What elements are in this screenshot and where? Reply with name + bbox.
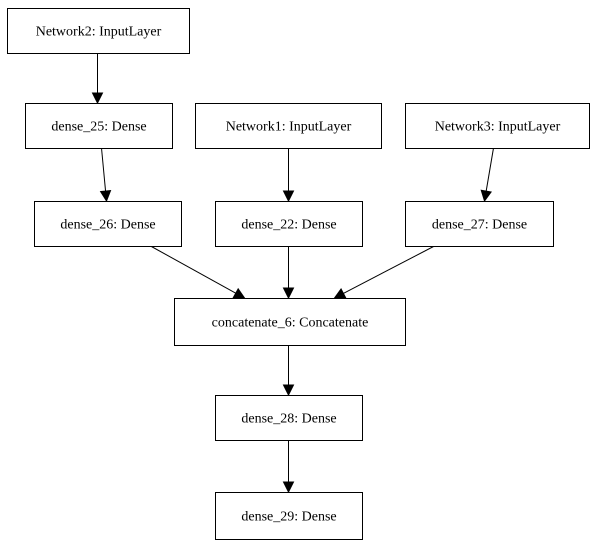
node-box xyxy=(215,395,363,441)
node-label: Network1: InputLayer xyxy=(226,120,352,135)
edge-network1-to-dense-22 xyxy=(282,148,295,203)
edge-network3-to-dense-27 xyxy=(480,147,494,203)
node-box xyxy=(215,201,363,247)
node-box xyxy=(174,298,406,346)
arrow-head-icon xyxy=(91,92,104,105)
edge-dense-22-to-concatenate-6 xyxy=(282,246,295,300)
node-label: Network3: InputLayer xyxy=(435,120,561,135)
node-box xyxy=(34,201,182,247)
edge-dense-28-to-dense-29 xyxy=(282,440,295,494)
arrow-head-icon xyxy=(282,190,295,203)
arrow-head-icon xyxy=(282,287,295,300)
node-network3: Network3: InputLayer xyxy=(405,103,590,149)
arrow-head-icon xyxy=(333,288,347,299)
edge-dense-26-to-concatenate-6 xyxy=(150,245,246,299)
node-dense-22: dense_22: Dense xyxy=(215,201,363,247)
node-label: dense_22: Dense xyxy=(241,218,336,233)
node-box xyxy=(25,103,173,149)
node-label: dense_26: Dense xyxy=(60,218,155,233)
node-concatenate-6: concatenate_6: Concatenate xyxy=(174,298,406,346)
edge-dense-27-to-concatenate-6 xyxy=(333,245,435,299)
node-label: dense_28: Dense xyxy=(241,412,336,427)
node-box xyxy=(195,103,382,149)
edge-line xyxy=(150,245,236,294)
arrow-head-icon xyxy=(480,189,492,203)
nodes-layer: Network2: InputLayer dense_25: Dense Netwo… xyxy=(7,8,590,540)
node-box xyxy=(405,103,590,149)
node-dense-26: dense_26: Dense xyxy=(34,201,182,247)
node-dense-28: dense_28: Dense xyxy=(215,395,363,441)
arrow-head-icon xyxy=(99,190,112,203)
node-dense-25: dense_25: Dense xyxy=(25,103,173,149)
edge-line xyxy=(343,245,435,294)
node-label: Network2: InputLayer xyxy=(36,25,162,40)
arrow-head-icon xyxy=(282,384,295,397)
node-box xyxy=(405,201,554,247)
node-network2: Network2: InputLayer xyxy=(7,8,190,54)
edges-layer xyxy=(91,53,494,494)
edge-network2-to-dense-25 xyxy=(91,53,104,105)
node-box xyxy=(7,8,190,54)
node-label: dense_25: Dense xyxy=(51,120,146,135)
node-label: dense_29: Dense xyxy=(241,510,336,525)
node-dense-29: dense_29: Dense xyxy=(215,492,363,540)
edge-concatenate-6-to-dense-28 xyxy=(282,345,295,397)
node-network1: Network1: InputLayer xyxy=(195,103,382,149)
edge-line xyxy=(485,147,494,192)
node-box xyxy=(215,492,363,540)
node-label: concatenate_6: Concatenate xyxy=(212,316,369,331)
arrow-head-icon xyxy=(232,287,246,299)
node-dense-27: dense_27: Dense xyxy=(405,201,554,247)
arrow-head-icon xyxy=(282,481,295,494)
node-label: dense_27: Dense xyxy=(432,218,527,233)
edge-line xyxy=(101,147,107,192)
edge-dense-25-to-dense-26 xyxy=(99,147,112,203)
